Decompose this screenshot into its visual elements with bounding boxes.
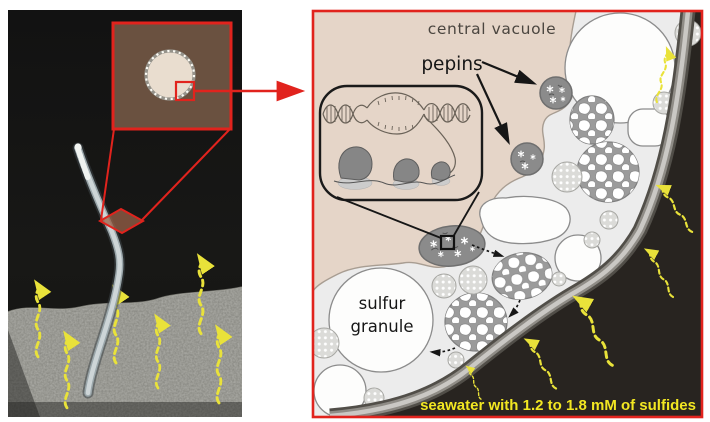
vesicle-aggregate <box>444 292 508 352</box>
dna-inset <box>318 84 484 202</box>
bacterium-filament <box>72 142 126 399</box>
cell-envelope-membrane <box>329 11 696 417</box>
label-sulfur-granule-line2: granule <box>350 317 413 336</box>
pepin-movement-arrows <box>429 244 521 357</box>
dotted-granule <box>599 210 619 230</box>
dotted-granules <box>313 19 702 409</box>
dotted-granule <box>551 161 583 193</box>
vesicle-aggregate <box>569 95 615 145</box>
dotted-granule <box>551 271 567 287</box>
filament-tip <box>74 143 82 151</box>
pepins-pointer-arrows <box>476 60 538 145</box>
section-plane-marker <box>97 207 146 235</box>
label-sulfur-granule-line1: sulfur <box>359 294 406 313</box>
dotted-arrow-icon <box>471 244 505 257</box>
vesicle-aggregate <box>491 252 553 300</box>
label-seawater-sulfides: seawater with 1.2 to 1.8 mM of sulfides <box>420 397 696 414</box>
sulfur-granule <box>479 195 571 245</box>
vesicle-aggregates <box>444 95 640 352</box>
dna-double-helix <box>322 92 471 176</box>
dotted-granule <box>447 351 465 369</box>
cross-section-inset <box>111 21 233 131</box>
inset-source-square <box>439 234 456 251</box>
dotted-arrow-icon <box>508 299 521 318</box>
diagram-red-border <box>311 9 704 419</box>
zoom-cone <box>97 128 231 235</box>
dotted-granule <box>313 327 340 359</box>
label-central-vacuole: central vacuole <box>428 20 556 38</box>
dotted-granule <box>431 273 457 299</box>
polyribosome-blobs <box>333 146 456 190</box>
peripheral-cytoplasm-dots <box>144 49 196 101</box>
specimen-photo-panel <box>8 10 242 417</box>
zoom-target-square <box>174 80 196 102</box>
pepin <box>510 142 544 176</box>
sediment-surface <box>8 286 242 417</box>
dotted-granule <box>458 265 488 295</box>
inset-zoom-cone <box>336 191 480 251</box>
cell-diagram-panel: central vacuole pepins sulfur granule se… <box>313 11 702 417</box>
sulfur-granule-labeled <box>328 267 434 373</box>
label-pepins: pepins <box>421 54 482 75</box>
vesicle-aggregate <box>576 141 640 203</box>
dotted-granule <box>583 231 601 249</box>
pepin <box>539 76 573 110</box>
dotted-arrow-icon <box>429 347 456 357</box>
